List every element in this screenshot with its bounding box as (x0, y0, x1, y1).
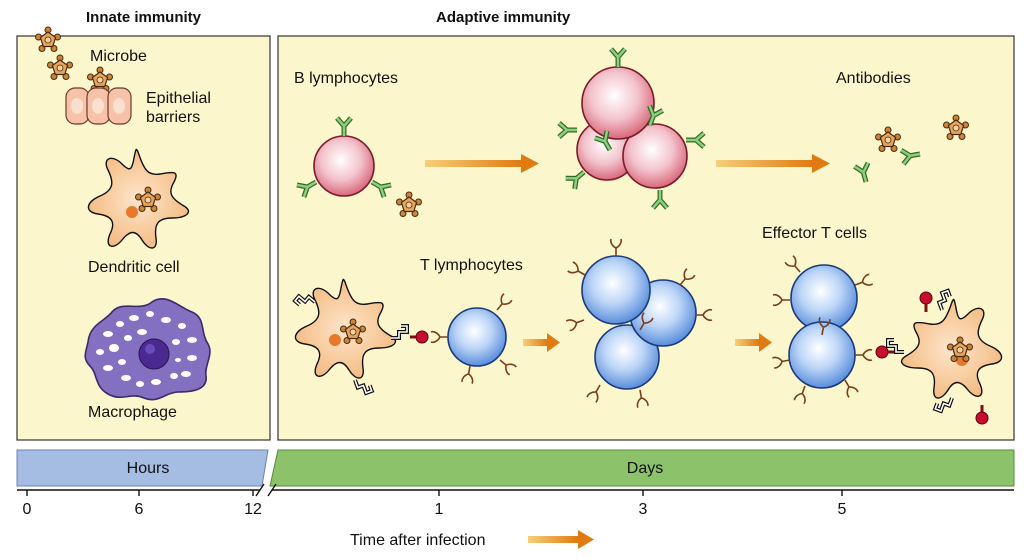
b-lymphocytes-label: B lymphocytes (294, 70, 398, 87)
days-label: Days (627, 460, 663, 477)
time-axis-label: Time after infection (350, 532, 485, 549)
b-lymphocyte-icon (297, 118, 423, 218)
adaptive-immunity-heading: Adaptive immunity (436, 9, 571, 26)
tick-label-12: 12 (244, 501, 262, 518)
tick-label-day-1: 1 (435, 501, 444, 518)
innate-immunity-heading: Innate immunity (86, 9, 202, 26)
antigen-peptide-icon (410, 330, 429, 344)
microbe-label: Microbe (90, 48, 147, 65)
tick-label-0: 0 (23, 501, 32, 518)
tick-label-day-5: 5 (838, 501, 847, 518)
epithelial-barrier-icon (65, 87, 132, 125)
t-cell-clonal-expansion-icon (565, 238, 713, 409)
t-lymphocyte-icon (430, 292, 518, 385)
time-arrow (528, 530, 594, 549)
macrophage-icon (84, 297, 211, 401)
t-lymphocytes-label: T lymphocytes (420, 257, 523, 274)
epithelial-label-line2: barriers (146, 109, 200, 126)
tick-label-day-3: 3 (639, 501, 648, 518)
tick-label-6: 6 (135, 501, 144, 518)
epithelial-label-line1: Epithelial (146, 90, 211, 107)
hours-label: Hours (127, 460, 170, 477)
time-axis (17, 483, 1014, 497)
effector-antigen-icon (875, 345, 894, 359)
arrow-t-expansion (523, 333, 560, 352)
dendritic-cell-label: Dendritic cell (88, 259, 180, 276)
macrophage-label: Macrophage (88, 404, 177, 421)
free-antigen-icons (919, 291, 989, 425)
target-antigen-presenting-cell-icon (886, 288, 1003, 416)
antibodies-label: Antibodies (836, 70, 911, 87)
effector-t-cells-label: Effector T cells (762, 225, 867, 242)
arrow-antibody-production (716, 154, 830, 173)
arrow-t-differentiation (735, 333, 772, 352)
days-bar (269, 449, 1015, 487)
b-cell-clonal-expansion-icon (559, 49, 704, 208)
antigen-presenting-cell-icon (293, 278, 409, 398)
arrow-b-expansion (425, 154, 539, 173)
dendritic-cell-icon (87, 148, 190, 249)
effector-t-cells-icon (771, 254, 874, 405)
